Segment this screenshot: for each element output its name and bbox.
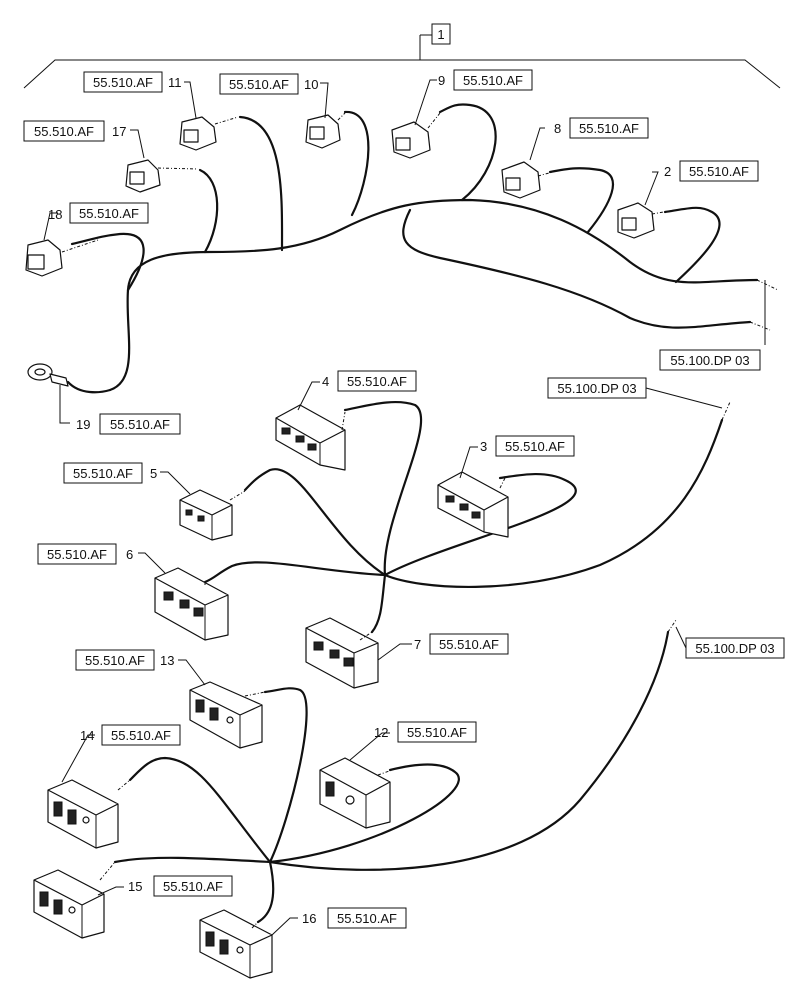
ref-label-19: 55.510.AF (110, 417, 170, 432)
item-number-13: 13 (160, 653, 174, 668)
item-number-16: 16 (302, 911, 316, 926)
item-number-18: 18 (48, 207, 62, 222)
connector-3 (437, 471, 509, 538)
ref-label-dp-lower: 55.100.DP 03 (695, 641, 774, 656)
item-number-6: 6 (126, 547, 133, 562)
ref-label-15: 55.510.AF (163, 879, 223, 894)
connector-10 (305, 112, 346, 149)
ref-label-dp-upper: 55.100.DP 03 (670, 353, 749, 368)
connector-15 (33, 861, 116, 939)
connector-5 (179, 489, 246, 541)
item-number-8: 8 (554, 121, 561, 136)
item-number-4: 4 (322, 374, 329, 389)
ref-label-2: 55.510.AF (689, 164, 749, 179)
connector-11 (179, 116, 239, 151)
ref-label-8: 55.510.AF (579, 121, 639, 136)
connector-12 (319, 757, 393, 829)
ref-label-dp-middle: 55.100.DP 03 (557, 381, 636, 396)
ref-label-16: 55.510.AF (337, 911, 397, 926)
item-number-19: 19 (76, 417, 90, 432)
upper-harness-wires (66, 103, 779, 394)
item-number-11: 11 (168, 75, 182, 90)
reference-labels: 2 55.510.AF 3 55.510.AF 4 55.510.AF 55.5… (23, 69, 785, 929)
ref-label-17: 55.510.AF (34, 124, 94, 139)
ref-label-7: 55.510.AF (439, 637, 499, 652)
item-number-14: 14 (80, 728, 94, 743)
item-number-5: 5 (150, 466, 157, 481)
ref-label-13: 55.510.AF (85, 653, 145, 668)
ref-label-4: 55.510.AF (347, 374, 407, 389)
connector-4 (275, 404, 346, 471)
ring-terminal-19 (27, 363, 69, 387)
lower-harness-wires (113, 619, 677, 924)
ref-label-10: 55.510.AF (229, 77, 289, 92)
ref-label-6: 55.510.AF (47, 547, 107, 562)
assembly-bracket: 1 (23, 23, 781, 89)
ref-label-5: 55.510.AF (73, 466, 133, 481)
item-number-2: 2 (664, 164, 671, 179)
connector-7 (305, 617, 379, 689)
ref-label-3: 55.510.AF (505, 439, 565, 454)
ref-label-11: 55.510.AF (93, 75, 153, 90)
ref-label-18: 55.510.AF (79, 206, 139, 221)
middle-harness-wires (203, 400, 731, 634)
label-leaders (43, 79, 723, 936)
item-number-17: 17 (112, 124, 126, 139)
ref-label-12: 55.510.AF (407, 725, 467, 740)
connector-8 (501, 161, 561, 199)
connector-13 (189, 681, 266, 749)
item-number-9: 9 (438, 73, 445, 88)
connector-17 (125, 159, 199, 193)
connector-16 (199, 909, 273, 979)
ref-label-14: 55.510.AF (111, 728, 171, 743)
ref-label-9: 55.510.AF (463, 73, 523, 88)
assembly-number: 1 (437, 27, 444, 42)
connector-14 (47, 779, 131, 849)
item-number-15: 15 (128, 879, 142, 894)
item-number-7: 7 (414, 637, 421, 652)
item-number-3: 3 (480, 439, 487, 454)
connector-18 (25, 239, 99, 277)
connector-2 (617, 202, 676, 239)
item-number-10: 10 (304, 77, 318, 92)
connector-6 (154, 567, 229, 641)
item-number-12: 12 (374, 725, 388, 740)
connector-9 (391, 112, 441, 159)
